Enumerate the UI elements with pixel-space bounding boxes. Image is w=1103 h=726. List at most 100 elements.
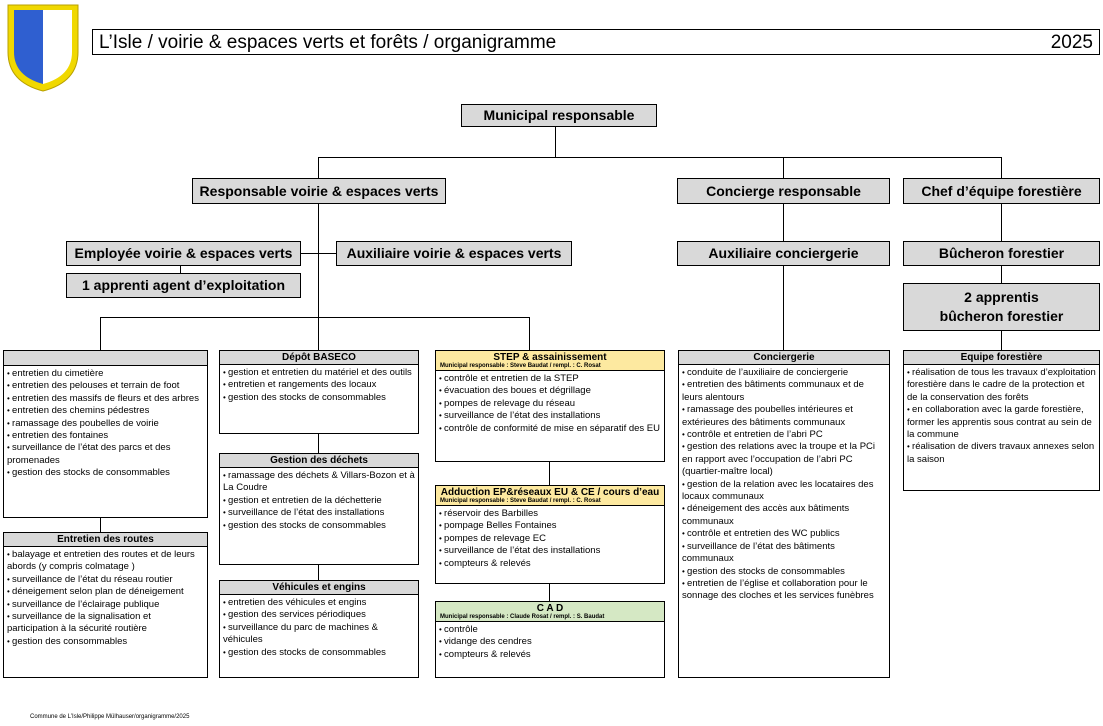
box-vehicules-title: Véhicules et engins bbox=[220, 581, 418, 595]
box-equipe-list: réalisation de tous les travaux d’exploi… bbox=[904, 365, 1099, 466]
box-vehicules-list: entretien des véhicules et engins gestio… bbox=[220, 595, 418, 659]
list-item: réalisation de tous les travaux d’exploi… bbox=[907, 367, 1096, 404]
box-vehicules-engins: Véhicules et engins entretien des véhicu… bbox=[219, 580, 419, 678]
box-step-list: contrôle et entretien de la STEP évacuat… bbox=[436, 371, 664, 435]
list-item: ramassage des déchets & Villars-Bozon et… bbox=[223, 470, 415, 495]
list-item: gestion des relations avec la troupe et … bbox=[682, 441, 886, 478]
box-routes-list: balayage et entretien des routes et de l… bbox=[4, 547, 207, 648]
list-item: surveillance de l’état du réseau routier bbox=[7, 574, 204, 586]
box-espaces-verts-header bbox=[4, 351, 207, 366]
list-item: surveillance de l’éclairage publique bbox=[7, 599, 204, 611]
node-employee-voirie: Employée voirie & espaces verts bbox=[66, 241, 301, 266]
list-item: entretien des pelouses et terrain de foo… bbox=[7, 380, 204, 392]
box-adduction-title: Adduction EP&réseaux EU & CE / cours d’e… bbox=[440, 487, 660, 498]
list-item: entretien de l’église et collaboration p… bbox=[682, 578, 886, 603]
node-apprentis-bucheron: 2 apprentis bûcheron forestier bbox=[903, 283, 1100, 331]
box-adduction-header: Adduction EP&réseaux EU & CE / cours d’e… bbox=[436, 486, 664, 506]
box-cad-header: C A D Municipal responsable : Claude Ros… bbox=[436, 602, 664, 622]
apprentis-line-2: bûcheron forestier bbox=[939, 308, 1064, 324]
list-item: contrôle bbox=[439, 624, 661, 636]
box-equipe-title: Equipe forestière bbox=[904, 351, 1099, 365]
node-bucheron-forestier: Bûcheron forestier bbox=[903, 241, 1100, 266]
list-item: gestion de la relation avec les locatair… bbox=[682, 479, 886, 504]
title-bar: L’Isle / voirie & espaces verts et forêt… bbox=[92, 29, 1100, 55]
box-dechets-title: Gestion des déchets bbox=[220, 454, 418, 468]
box-step-subtitle: Municipal responsable : Steve Baudat / r… bbox=[440, 363, 601, 369]
box-cad-list: contrôle vidange des cendres compteurs &… bbox=[436, 622, 664, 661]
box-depot-baseco: Dépôt BASECO gestion et entretien du mat… bbox=[219, 350, 419, 434]
list-item: vidange des cendres bbox=[439, 636, 661, 648]
box-step-header: STEP & assainissement Municipal responsa… bbox=[436, 351, 664, 371]
list-item: pompage Belles Fontaines bbox=[439, 520, 661, 532]
list-item: entretien des bâtiments communaux et de … bbox=[682, 379, 886, 404]
box-routes-title: Entretien des routes bbox=[4, 533, 207, 547]
list-item: gestion et entretien de la déchetterie bbox=[223, 495, 415, 507]
list-item: en collaboration avec la garde forestièr… bbox=[907, 404, 1096, 441]
list-item: ramassage des poubelles de voirie bbox=[7, 418, 204, 430]
list-item: surveillance de l’état des bâtiments com… bbox=[682, 541, 886, 566]
list-item: surveillance de l’état des parcs et des … bbox=[7, 442, 204, 467]
list-item: gestion des stocks de consommables bbox=[682, 566, 886, 578]
box-cad-subtitle: Municipal responsable : Claude Rosat / r… bbox=[440, 614, 605, 620]
node-auxiliaire-voirie: Auxiliaire voirie & espaces verts bbox=[336, 241, 572, 266]
list-item: évacuation des boues et dégrillage bbox=[439, 385, 661, 397]
node-concierge-responsable: Concierge responsable bbox=[677, 178, 890, 204]
apprentis-line-1: 2 apprentis bbox=[964, 289, 1039, 306]
list-item: gestion et entretien du matériel et des … bbox=[223, 367, 415, 379]
list-item: entretien et rangements des locaux bbox=[223, 379, 415, 391]
list-item: gestion des consommables bbox=[7, 636, 204, 648]
list-item: gestion des stocks de consommables bbox=[7, 467, 204, 479]
footer-credit: Commune de L’Isle/Philippe Mülhauser/org… bbox=[30, 714, 190, 720]
box-depot-list: gestion et entretien du matériel et des … bbox=[220, 365, 418, 404]
list-item: compteurs & relevés bbox=[439, 649, 661, 661]
node-apprenti-agent: 1 apprenti agent d’exploitation bbox=[66, 273, 301, 298]
box-dechets-list: ramassage des déchets & Villars-Bozon et… bbox=[220, 468, 418, 532]
list-item: conduite de l’auxiliaire de conciergerie bbox=[682, 367, 886, 379]
list-item: pompes de relevage du réseau bbox=[439, 398, 661, 410]
list-item: entretien des véhicules et engins bbox=[223, 597, 415, 609]
box-espaces-verts: entretien du cimetière entretien des pel… bbox=[3, 350, 208, 518]
box-adduction-list: réservoir des Barbilles pompage Belles F… bbox=[436, 506, 664, 570]
list-item: gestion des stocks de consommables bbox=[223, 520, 415, 532]
list-item: surveillance de l’état des installations bbox=[439, 545, 661, 557]
list-item: surveillance de l’état des installations bbox=[223, 507, 415, 519]
node-municipal-responsable: Municipal responsable bbox=[461, 104, 657, 127]
box-step-assainissement: STEP & assainissement Municipal responsa… bbox=[435, 350, 665, 462]
box-cad-title: C A D bbox=[536, 603, 564, 614]
box-adduction-subtitle: Municipal responsable : Steve Baudat / r… bbox=[440, 498, 601, 504]
box-conciergerie-title: Conciergerie bbox=[679, 351, 889, 365]
list-item: entretien du cimetière bbox=[7, 368, 204, 380]
list-item: surveillance du parc de machines & véhic… bbox=[223, 622, 415, 647]
list-item: entretien des fontaines bbox=[7, 430, 204, 442]
box-conciergerie: Conciergerie conduite de l’auxiliaire de… bbox=[678, 350, 890, 678]
list-item: réservoir des Barbilles bbox=[439, 508, 661, 520]
box-equipe-forestiere: Equipe forestière réalisation de tous le… bbox=[903, 350, 1100, 491]
page-title: L’Isle / voirie & espaces verts et forêt… bbox=[99, 32, 557, 53]
list-item: contrôle et entretien de la STEP bbox=[439, 373, 661, 385]
list-item: contrôle et entretien de l’abri PC bbox=[682, 429, 886, 441]
list-item: entretien des massifs de fleurs et des a… bbox=[7, 393, 204, 405]
list-item: surveillance de la signalisation et part… bbox=[7, 611, 204, 636]
list-item: surveillance de l’état des installations bbox=[439, 410, 661, 422]
list-item: réalisation de divers travaux annexes se… bbox=[907, 441, 1096, 466]
commune-shield-logo bbox=[7, 4, 79, 92]
box-conciergerie-list: conduite de l’auxiliaire de conciergerie… bbox=[679, 365, 889, 603]
list-item: ramassage des poubelles intérieures et e… bbox=[682, 404, 886, 429]
list-item: déneigement des accès aux bâtiments comm… bbox=[682, 503, 886, 528]
title-year: 2025 bbox=[1050, 32, 1093, 53]
list-item: balayage et entretien des routes et de l… bbox=[7, 549, 204, 574]
box-step-title: STEP & assainissement bbox=[493, 352, 607, 363]
list-item: entretien des chemins pédestres bbox=[7, 405, 204, 417]
node-responsable-voirie: Responsable voirie & espaces verts bbox=[192, 178, 446, 204]
list-item: contrôle et entretien des WC publics bbox=[682, 528, 886, 540]
box-depot-title: Dépôt BASECO bbox=[220, 351, 418, 365]
list-item: pompes de relevage EC bbox=[439, 533, 661, 545]
list-item: déneigement selon plan de déneigement bbox=[7, 586, 204, 598]
node-auxiliaire-conciergerie: Auxiliaire conciergerie bbox=[677, 241, 890, 266]
list-item: gestion des services périodiques bbox=[223, 609, 415, 621]
list-item: gestion des stocks de consommables bbox=[223, 647, 415, 659]
list-item: compteurs & relevés bbox=[439, 558, 661, 570]
box-adduction: Adduction EP&réseaux EU & CE / cours d’e… bbox=[435, 485, 665, 584]
box-gestion-dechets: Gestion des déchets ramassage des déchet… bbox=[219, 453, 419, 565]
box-espaces-verts-list: entretien du cimetière entretien des pel… bbox=[4, 366, 207, 480]
